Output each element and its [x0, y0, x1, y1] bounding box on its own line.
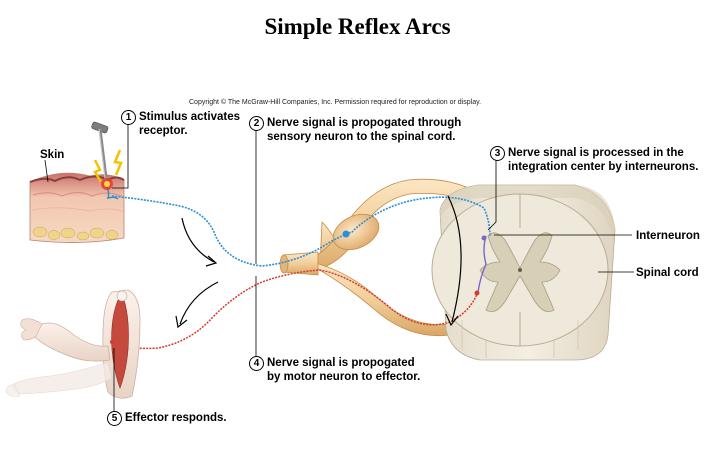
callout-lines: [44, 124, 634, 412]
interneuron-label: Interneuron: [636, 230, 700, 242]
step-2-number: 2: [249, 116, 264, 131]
diagram-title: Simple Reflex Arcs: [264, 14, 451, 39]
step-5-number: 5: [107, 411, 122, 426]
copyright-notice: Copyright © The McGraw-Hill Companies, I…: [189, 99, 482, 106]
arm-effector: [5, 289, 141, 399]
step-4-text: Nerve signal is propogated by motor neur…: [267, 357, 421, 383]
step-2-text: Nerve signal is propogated through senso…: [267, 117, 462, 143]
skin-block: [29, 172, 125, 243]
interneuron: [477, 235, 487, 293]
step-4-number: 4: [249, 356, 264, 371]
motor-neuron: [111, 269, 479, 350]
sensory-neuron: [111, 195, 491, 267]
skin-label: Skin: [40, 149, 65, 161]
step-1-text: Stimulus activates receptor.: [139, 111, 240, 137]
motor-cell-body: [474, 290, 480, 296]
step-3-number: 3: [490, 146, 505, 161]
direction-arrows: [175, 195, 462, 329]
pin-stimulus: [91, 121, 109, 187]
spinal-cord-section: [431, 184, 616, 361]
sensory-cell-body: [342, 230, 350, 238]
step-5-text: Effector responds.: [125, 412, 227, 424]
step-1-number: 1: [121, 110, 136, 125]
pain-spark-icon: [93, 149, 123, 190]
step-3-text: Nerve signal is processed in the integra…: [508, 147, 699, 173]
spinal-cord-label: Spinal cord: [636, 267, 699, 279]
